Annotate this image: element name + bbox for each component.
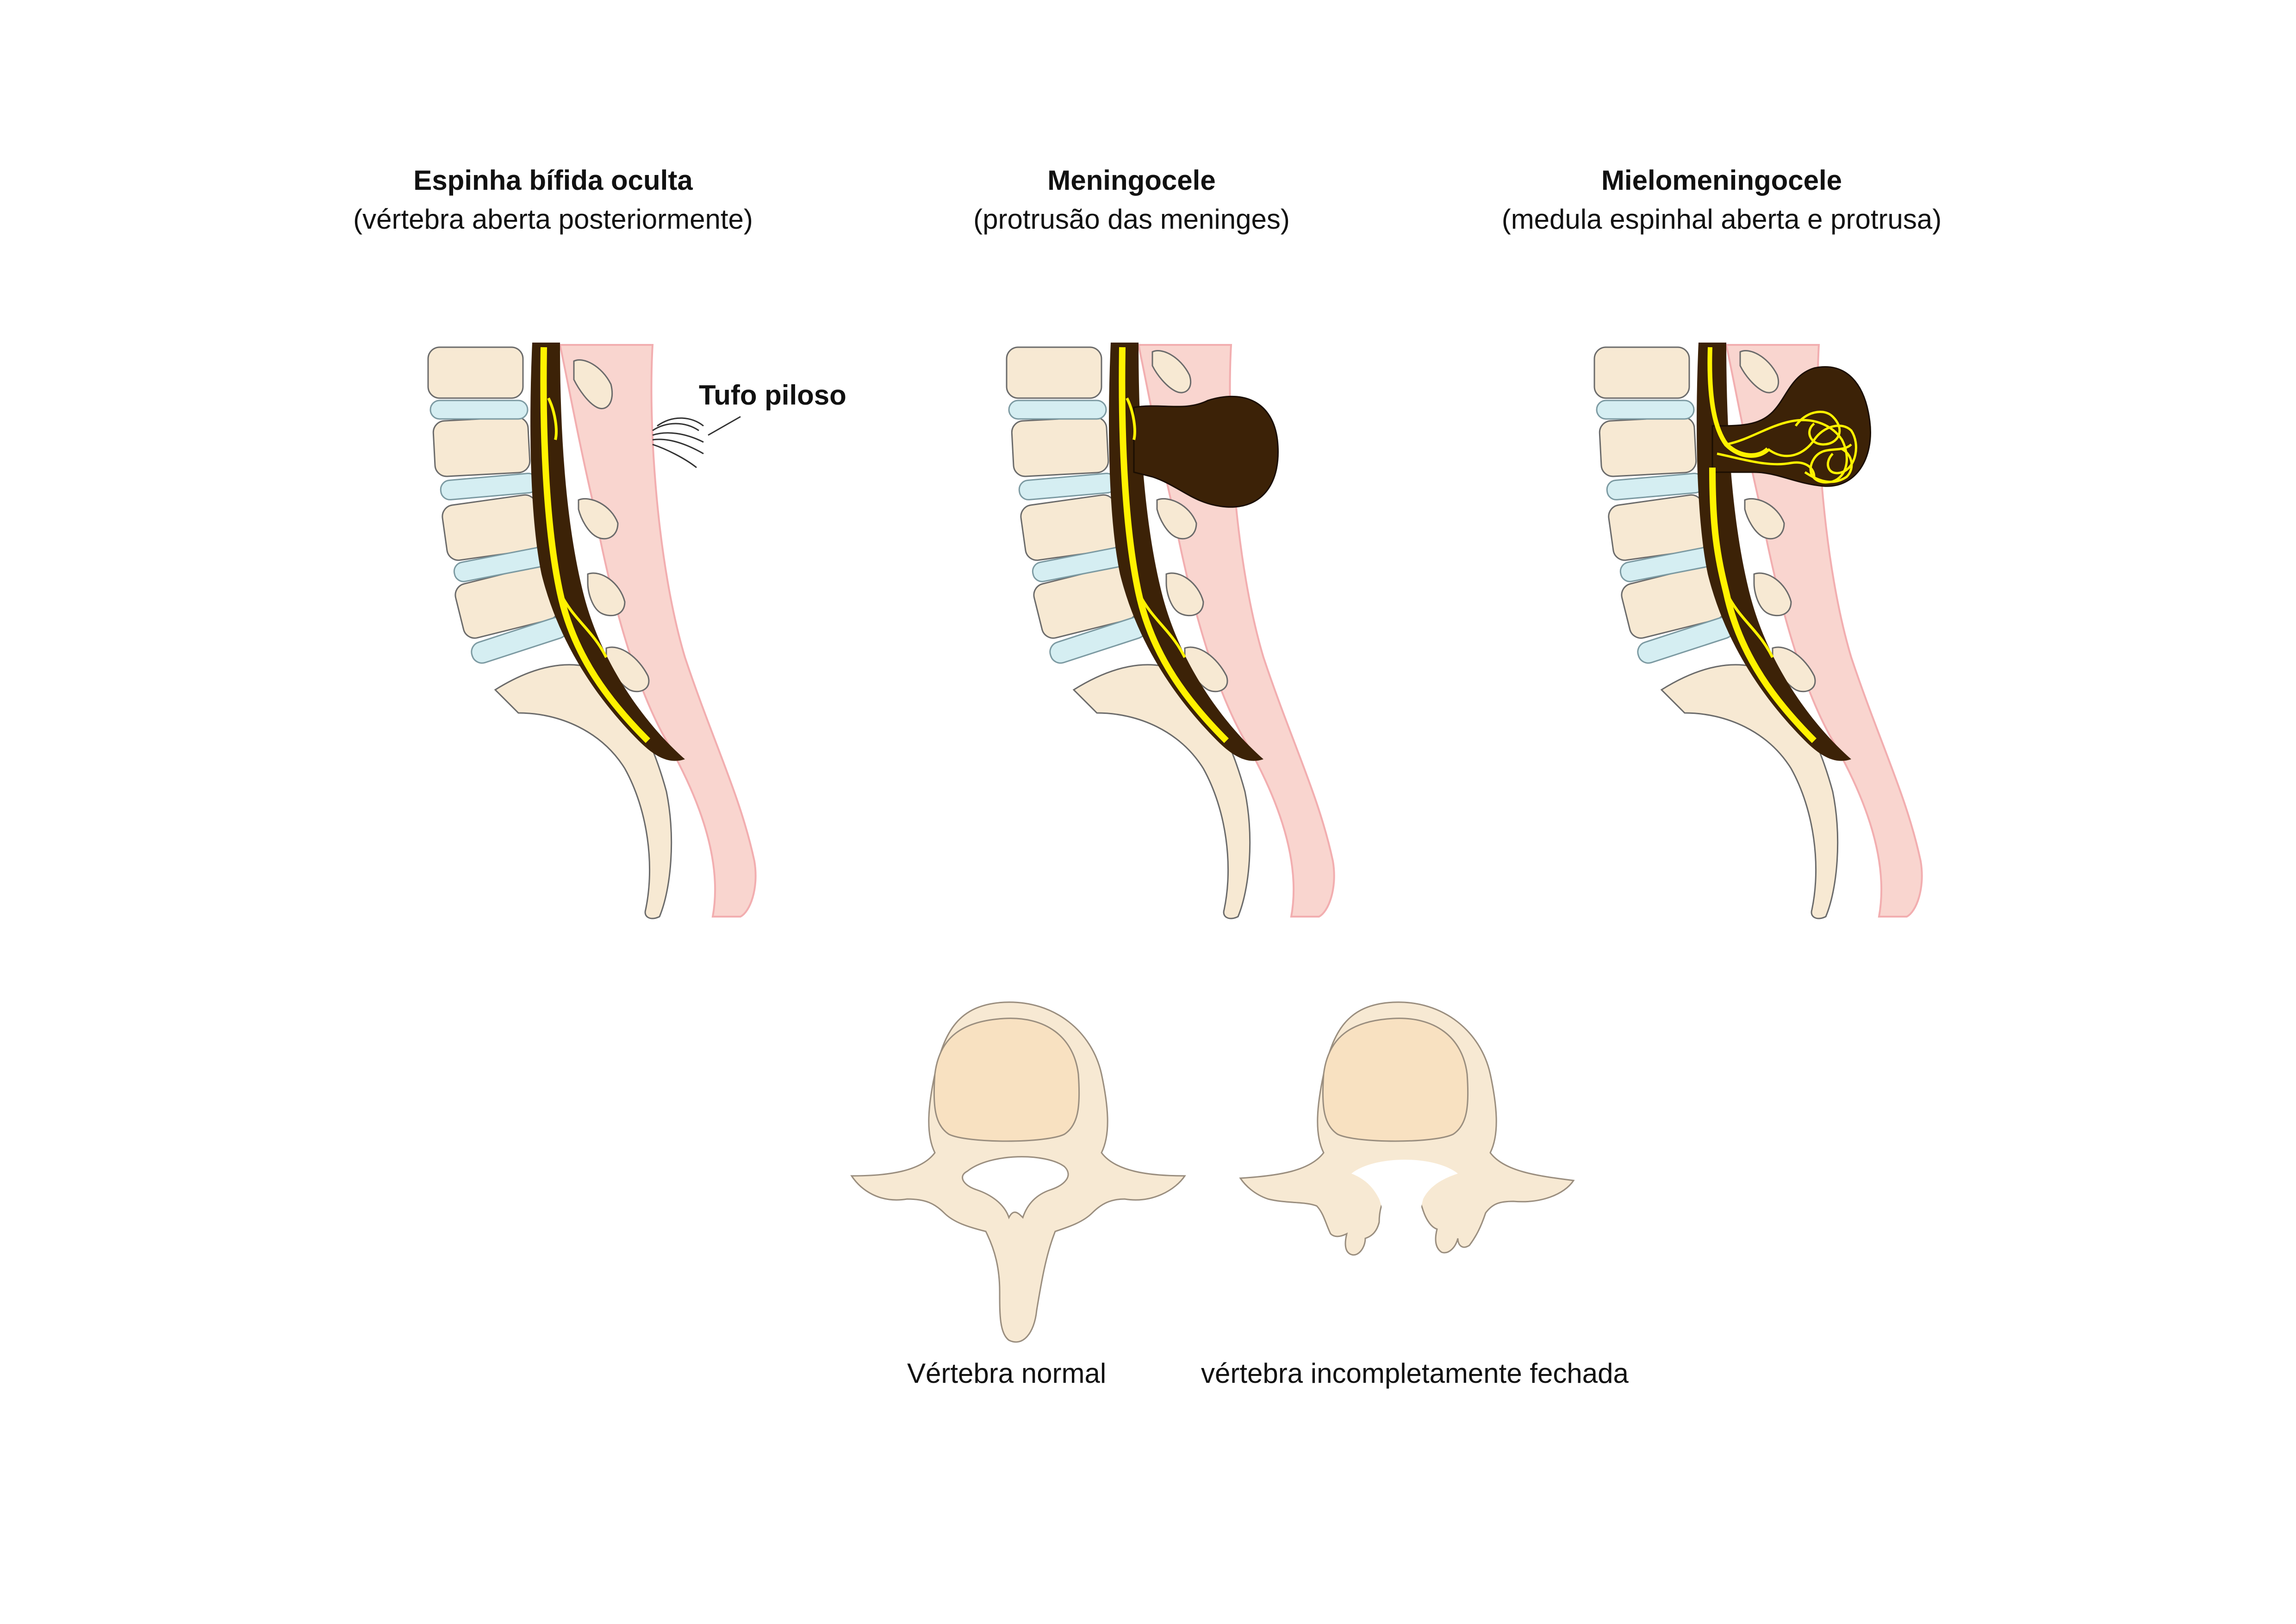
spinal-cord [1707, 347, 1770, 458]
nerve-root [547, 397, 558, 440]
label-hair-tuft: Tufo piloso [699, 380, 846, 411]
spinous-processes [573, 359, 650, 693]
vertebra-incomplete-diagram [1239, 1001, 1575, 1256]
caption-incomplete-vertebra: vértebra incompletamente fechada [1201, 1358, 1629, 1389]
panel-title-sub: (vértebra aberta posteriormente) [353, 204, 753, 235]
spinal-cord [540, 347, 650, 743]
panel-title-sub: (medula espinhal aberta e protrusa) [1501, 204, 1942, 235]
nerve-root [1126, 397, 1136, 440]
panel-title-occulta: Espinha bífida oculta (vértebra aberta p… [229, 161, 877, 239]
spine-diagram-occulta [427, 343, 757, 919]
spinal-cord [1119, 347, 1229, 743]
nerve-root [1137, 592, 1186, 658]
hair-tuft-icon [652, 417, 704, 468]
spinous-processes [1739, 350, 1816, 693]
spinous-processes [1151, 350, 1228, 693]
caption-normal-vertebra: Vértebra normal [907, 1358, 1107, 1389]
hair-tuft-pointer [708, 416, 741, 436]
panel-title-main: Meningocele [1047, 165, 1216, 196]
panel-title-main: Espinha bífida oculta [413, 165, 693, 196]
vertebral-foramen [962, 1156, 1069, 1219]
vertebra-normal-diagram [850, 1001, 1186, 1343]
vertebral-foramen-open [1351, 1160, 1458, 1227]
panel-title-main: Mielomeningocele [1601, 165, 1842, 196]
nerve-root [1725, 592, 1774, 658]
intervertebral-discs [1008, 400, 1147, 664]
spine-diagram-meningocele [1006, 343, 1335, 919]
meningocele-sac [1133, 395, 1279, 508]
panel-title-sub: (protrusão das meninges) [973, 204, 1290, 235]
nerve-root [559, 592, 608, 658]
panel-title-meningocele: Meningocele (protrusão das meninges) [808, 161, 1456, 239]
vertebral-body [933, 1018, 1080, 1142]
panel-title-mielomeningocele: Mielomeningocele (medula espinhal aberta… [1398, 161, 2046, 239]
vertebral-body [1322, 1018, 1469, 1142]
spine-diagram-mielomeningocele [1593, 343, 1923, 919]
tangled-nerves [1717, 411, 1857, 484]
